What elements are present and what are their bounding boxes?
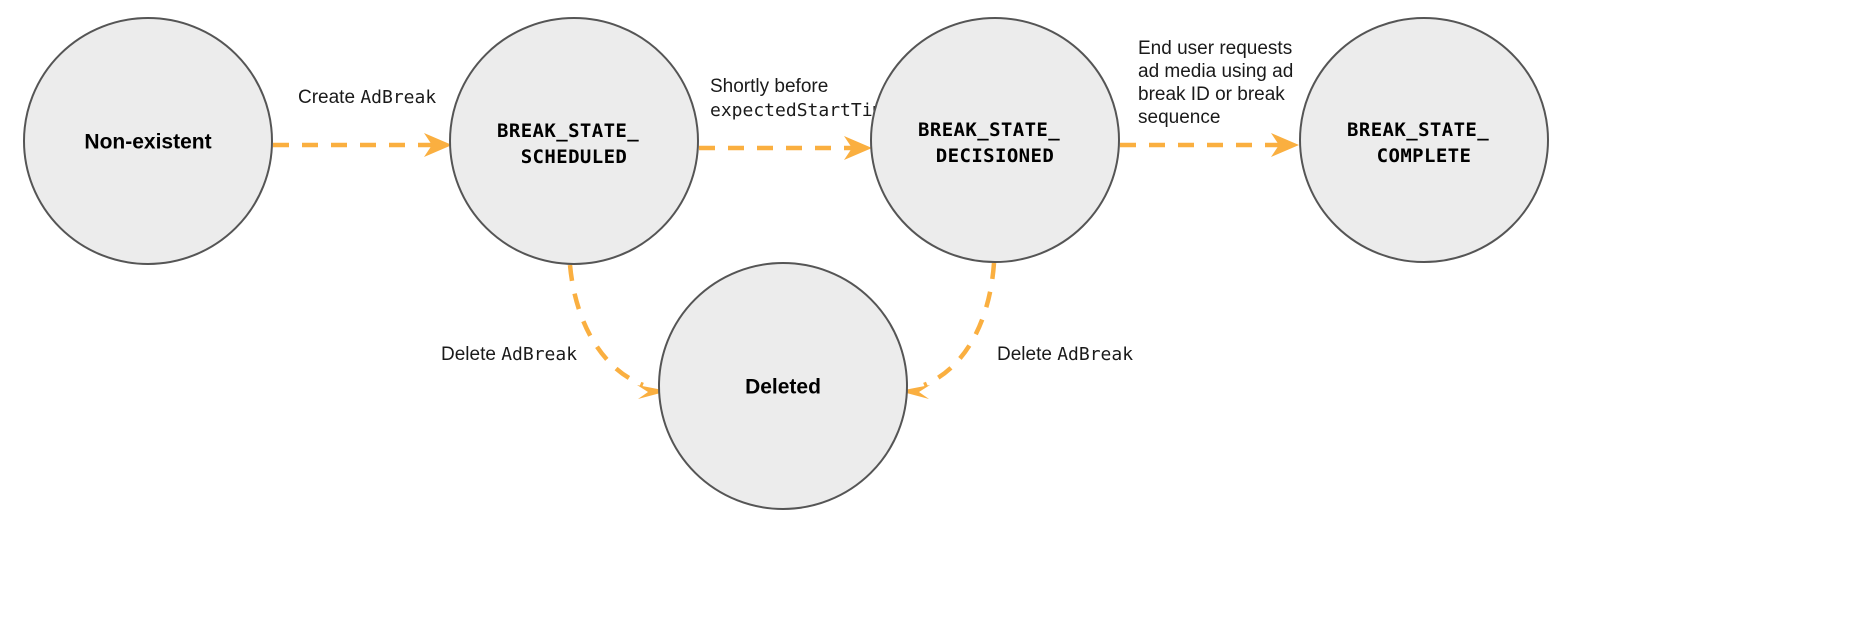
edge-delete-from-scheduled-label: Delete AdBreak <box>441 344 577 365</box>
node-break-state-scheduled-label-line2: SCHEDULED <box>521 146 628 168</box>
edge-end-user-requests-label-line3: break ID or break <box>1138 84 1285 105</box>
edge-shortly-before-label: Shortly before expectedStartTime <box>710 76 894 121</box>
edge-end-user-requests-ad-media: End user requests ad media using ad brea… <box>1120 38 1299 157</box>
edge-delete-from-scheduled-label-mono: AdBreak <box>501 344 577 365</box>
edge-delete-from-scheduled-line <box>567 264 644 388</box>
edge-create-adbreak-arrowhead <box>424 133 452 157</box>
edge-delete-from-decisioned-label: Delete AdBreak <box>997 344 1133 365</box>
edge-delete-from-decisioned-label-sans: Delete <box>997 344 1057 365</box>
edge-end-user-requests-arrowhead <box>1271 133 1299 157</box>
edge-end-user-requests-label-line4: sequence <box>1138 107 1220 128</box>
edge-delete-from-scheduled-arrowhead <box>637 385 668 399</box>
node-break-state-scheduled-shape[interactable] <box>449 17 699 265</box>
node-non-existent-label: Non-existent <box>84 131 211 154</box>
node-deleted-label: Deleted <box>745 376 821 399</box>
node-break-state-decisioned-label-line1: BREAK_STATE_ <box>918 119 1060 141</box>
edge-delete-adbreak-from-scheduled: Delete AdBreak <box>441 264 668 399</box>
edge-create-adbreak-label-mono: AdBreak <box>360 87 436 108</box>
node-non-existent[interactable]: Non-existent <box>23 17 273 265</box>
node-break-state-scheduled-label: BREAK_STATE_ SCHEDULED <box>497 120 651 168</box>
edge-delete-adbreak-from-decisioned: Delete AdBreak <box>899 262 1133 399</box>
node-break-state-decisioned-label-line2: DECISIONED <box>936 145 1054 167</box>
node-deleted-shape[interactable] <box>658 262 908 510</box>
node-break-state-complete-label: BREAK_STATE_ COMPLETE <box>1347 119 1501 167</box>
node-break-state-complete-label-line2: COMPLETE <box>1377 145 1472 167</box>
node-break-state-scheduled[interactable]: BREAK_STATE_ SCHEDULED <box>449 17 699 265</box>
edge-end-user-requests-label-line1: End user requests <box>1138 38 1292 59</box>
edge-delete-from-decisioned-line <box>923 262 997 388</box>
node-break-state-scheduled-label-line1: BREAK_STATE_ <box>497 120 639 142</box>
edge-end-user-requests-label-line2: ad media using ad <box>1138 61 1293 82</box>
edge-create-adbreak-label: Create AdBreak <box>298 87 436 108</box>
edge-delete-from-decisioned-label-mono: AdBreak <box>1057 344 1133 365</box>
node-break-state-decisioned[interactable]: BREAK_STATE_ DECISIONED <box>870 17 1120 263</box>
node-break-state-decisioned-label: BREAK_STATE_ DECISIONED <box>918 119 1072 167</box>
edge-shortly-before-label-line1: Shortly before <box>710 76 828 97</box>
edge-create-adbreak: Create AdBreak <box>273 87 452 157</box>
node-break-state-complete-shape[interactable] <box>1299 17 1549 263</box>
edge-shortly-before-label-line2: expectedStartTime <box>710 100 894 121</box>
node-non-existent-shape[interactable] <box>23 17 273 265</box>
edge-delete-from-decisioned-arrowhead <box>899 385 930 399</box>
node-break-state-complete-label-line1: BREAK_STATE_ <box>1347 119 1489 141</box>
edge-shortly-before-arrowhead <box>844 136 872 160</box>
edge-create-adbreak-label-sans: Create <box>298 87 360 108</box>
edge-end-user-requests-label: End user requests ad media using ad brea… <box>1138 38 1298 128</box>
node-break-state-complete[interactable]: BREAK_STATE_ COMPLETE <box>1299 17 1549 263</box>
node-deleted[interactable]: Deleted <box>658 262 908 510</box>
node-break-state-decisioned-shape[interactable] <box>870 17 1120 263</box>
edge-delete-from-scheduled-label-sans: Delete <box>441 344 501 365</box>
edge-shortly-before-expected-start-time: Shortly before expectedStartTime <box>699 76 894 160</box>
